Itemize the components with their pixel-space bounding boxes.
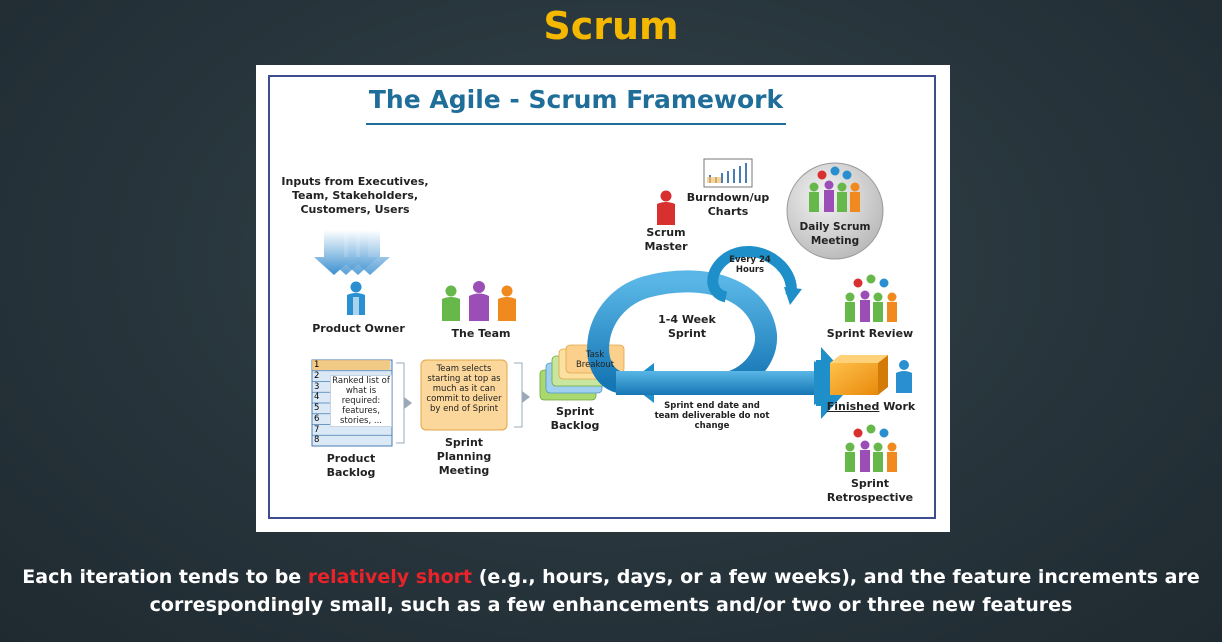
figure-title-underline — [366, 123, 786, 125]
caption-highlight: relatively short — [307, 566, 473, 588]
diagram-art — [311, 158, 912, 472]
sprint-end-note: Sprint end date and team deliverable do … — [654, 401, 770, 431]
backlog-row-number: 6 — [314, 413, 320, 424]
backlog-row-number: 3 — [314, 381, 320, 392]
backlog-row-number: 2 — [314, 370, 320, 381]
sprint-cycle-label: 1-4 Week Sprint — [658, 313, 716, 340]
input-arrows — [314, 230, 390, 275]
product-owner-label: Product Owner — [312, 322, 405, 335]
backlog-note: Ranked list of what is required: feature… — [330, 375, 392, 427]
backlog-row-number: 1 — [314, 360, 320, 370]
burndown-chart-icon — [703, 158, 753, 188]
slide-title: Scrum — [543, 4, 679, 48]
burndown-label: Burndown/up Charts — [686, 191, 770, 218]
sprint-loop-arrow — [587, 270, 854, 419]
inputs-label: Inputs from Executives, Team, Stakeholde… — [281, 175, 429, 216]
backlog-row-numbers: 1 2 3 4 5 6 7 8 — [314, 360, 326, 446]
backlog-row-number: 8 — [314, 435, 320, 446]
every-24-hours-label: Every 24 Hours — [729, 255, 771, 275]
sprint-review-label: Sprint Review — [826, 327, 914, 340]
sprint-planning-label: Sprint Planning Meeting — [436, 436, 492, 477]
caption: Each iteration tends to be relatively sh… — [20, 563, 1202, 619]
scrum-framework-figure: The Agile - Scrum Framework — [256, 65, 950, 532]
product-owner-icon — [347, 281, 365, 315]
backlog-row-number: 5 — [314, 403, 320, 413]
scrum-master-label: Scrum Master — [644, 226, 688, 253]
work-word: Work — [879, 400, 916, 413]
daily-scrum-label: Daily Scrum Meeting — [799, 221, 871, 247]
the-team-label: The Team — [451, 327, 511, 340]
sprint-planning-note — [420, 359, 530, 431]
scrum-master-icon — [657, 190, 675, 225]
product-backlog-label: Product Backlog — [326, 452, 376, 479]
sprint-retro-icon — [845, 424, 897, 472]
planning-note: Team selects starting at top as much as … — [426, 364, 502, 414]
caption-start: Each iteration tends to be — [22, 566, 308, 588]
finished-work-label: Finished Work — [816, 400, 926, 414]
figure-frame — [268, 75, 936, 519]
team-icon — [442, 281, 516, 321]
task-breakout-label: Task Breakout — [575, 350, 615, 370]
backlog-row-number: 4 — [314, 392, 320, 403]
caption-end: (e.g., hours, days, or a few weeks), and… — [149, 566, 1200, 616]
daily-scrum-circle — [786, 162, 884, 260]
figure-title: The Agile - Scrum Framework — [368, 85, 784, 114]
sprint-review-icon — [845, 274, 897, 322]
finished-word: Finished — [826, 400, 880, 413]
backlog-row-number: 7 — [314, 424, 320, 435]
daily-loop-arrow — [707, 246, 802, 305]
finished-work-icon — [830, 355, 912, 395]
sprint-backlog-label: Sprint Backlog — [550, 405, 600, 432]
sprint-retro-label: Sprint Retrospective — [826, 477, 914, 504]
